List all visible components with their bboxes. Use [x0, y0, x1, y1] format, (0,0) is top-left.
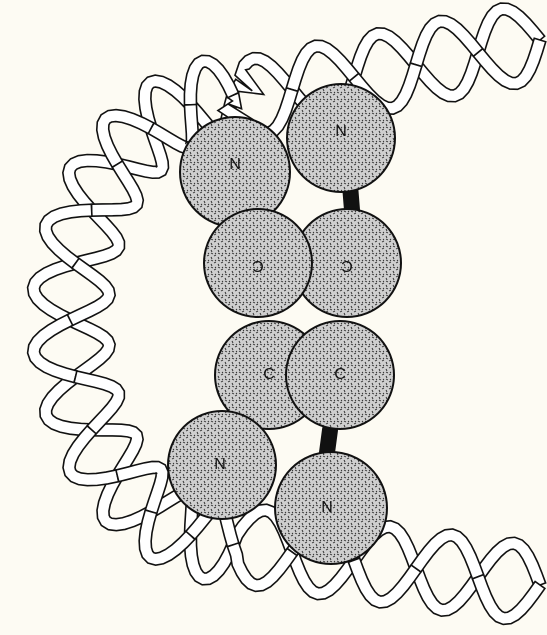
helix-ribbon-segment [227, 543, 297, 592]
atom-bead: C [204, 209, 312, 317]
atom-label: N [335, 123, 347, 140]
atom-label: C [334, 366, 346, 383]
helix-ribbon-segment [67, 258, 115, 325]
helix-ribbon-segment [348, 558, 420, 608]
atom-bead: N [287, 84, 395, 192]
atom-label: C [341, 257, 353, 274]
atom-label: C [263, 366, 275, 383]
atom-label: C [252, 257, 264, 274]
atom-bead: N [168, 411, 276, 519]
atom-label: N [214, 456, 226, 473]
helix-ribbon-segment [28, 315, 77, 383]
helix-ribbon-segment [472, 575, 544, 625]
helix-ribbon-segment [411, 529, 483, 579]
atom-label: N [321, 499, 333, 516]
atom-bead: C [286, 321, 394, 429]
atom-bead: N [275, 452, 387, 564]
atom-label: N [229, 156, 241, 173]
